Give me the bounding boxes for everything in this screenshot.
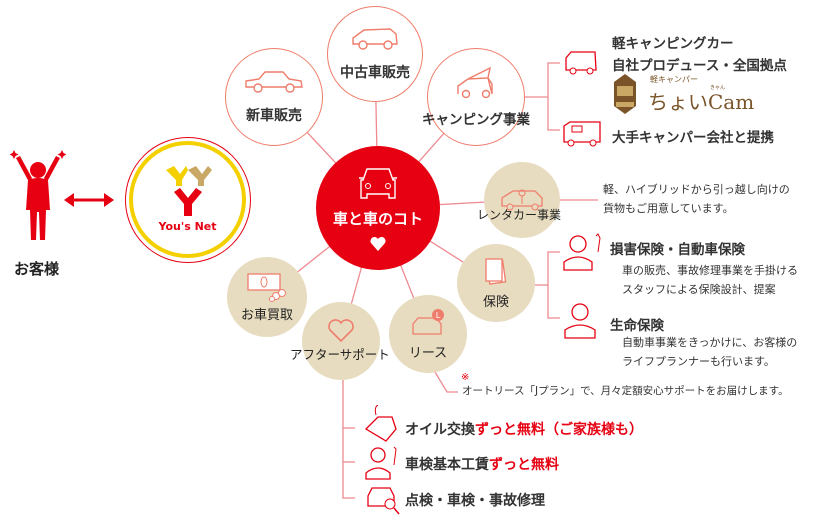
rental-desc-1: 軽、ハイブリッドから引っ越し向けの <box>603 183 790 196</box>
mechanic-icon <box>365 446 397 480</box>
rental-desc-2: 貨物もご用意しています。 <box>603 202 734 215</box>
note-mark: ※ <box>461 372 470 383</box>
life-desc-1: 自動車事業をきっかけに、お客様の <box>622 336 798 349</box>
service-rental[interactable] <box>484 162 560 238</box>
after-item-inspection-fee: 車検基本工賃ずっと無料 <box>405 457 559 473</box>
rental-car-key-icon <box>501 189 543 211</box>
rental-label: レンタカー事業 <box>477 208 562 222</box>
lease-car-icon: L <box>412 308 444 335</box>
heart-icon <box>370 236 386 251</box>
service-camping[interactable]: キャンピング事業 <box>422 48 530 146</box>
nonlife-desc-2: スタッフによる保険設計、提案 <box>622 283 776 296</box>
nonlife-desc-1: 車の販売、事故修理事業を手掛ける <box>622 264 798 277</box>
service-insurance[interactable]: 保険 <box>457 244 535 322</box>
center-car-matters: 車と車のコト <box>316 146 440 270</box>
female-staff-icon <box>564 303 596 339</box>
svg-text:L: L <box>436 311 441 320</box>
heart-outline-icon <box>328 319 354 343</box>
service-buyback[interactable]: お車買取 <box>227 257 307 337</box>
car-front-icon <box>359 167 397 199</box>
life-desc-2: ライフプランナーも行います。 <box>622 355 775 368</box>
nonlife-insurance-title: 損害保険・自動車保険 <box>610 242 745 258</box>
money-icon <box>247 272 286 302</box>
after-support-label: アフターサポート <box>290 347 390 362</box>
after-item-repair: 点検・車検・事故修理 <box>405 493 545 509</box>
car-inspection-icon <box>367 487 400 515</box>
service-used-car[interactable]: 中古車販売 <box>327 6 423 102</box>
sedan-icon <box>245 71 303 93</box>
choicam-badge-icon <box>614 74 636 114</box>
camping-line1: 軽キャンピングカー <box>612 36 734 52</box>
mechanic-staff-icon <box>563 233 601 271</box>
oil-can-icon <box>364 405 397 442</box>
yousnet-mark-icon <box>165 166 212 216</box>
after-item-oil: オイル交換ずっと無料（ご家族様も） <box>405 422 643 438</box>
document-icon <box>485 257 507 285</box>
choicam-logo: 軽キャンパー きゃん ちょいCam <box>612 72 772 118</box>
lease-note: オートリース「Jプラン」で、月々定額安心サポートをお届けします。 <box>462 385 789 397</box>
service-after-support[interactable] <box>302 302 380 380</box>
yousnet-logo: You's Net <box>125 137 251 263</box>
logo-text: You's Net <box>158 220 217 233</box>
camping-line2: 自社プロデュース・全国拠点 <box>612 58 787 74</box>
double-arrow-icon <box>64 193 114 207</box>
camper-car-icon <box>457 66 493 99</box>
customer-label: お客様 <box>14 260 60 278</box>
service-lease[interactable]: L リース <box>389 295 467 373</box>
compact-car-icon <box>352 28 398 50</box>
life-insurance-title: 生命保険 <box>610 318 664 334</box>
happy-customer-icon <box>10 150 66 240</box>
kei-camper-icon <box>565 51 597 75</box>
large-camper-icon <box>563 121 601 147</box>
service-new-car[interactable]: 新車販売 <box>225 48 323 146</box>
camping-partner: 大手キャンパー会社と提携 <box>612 130 774 146</box>
